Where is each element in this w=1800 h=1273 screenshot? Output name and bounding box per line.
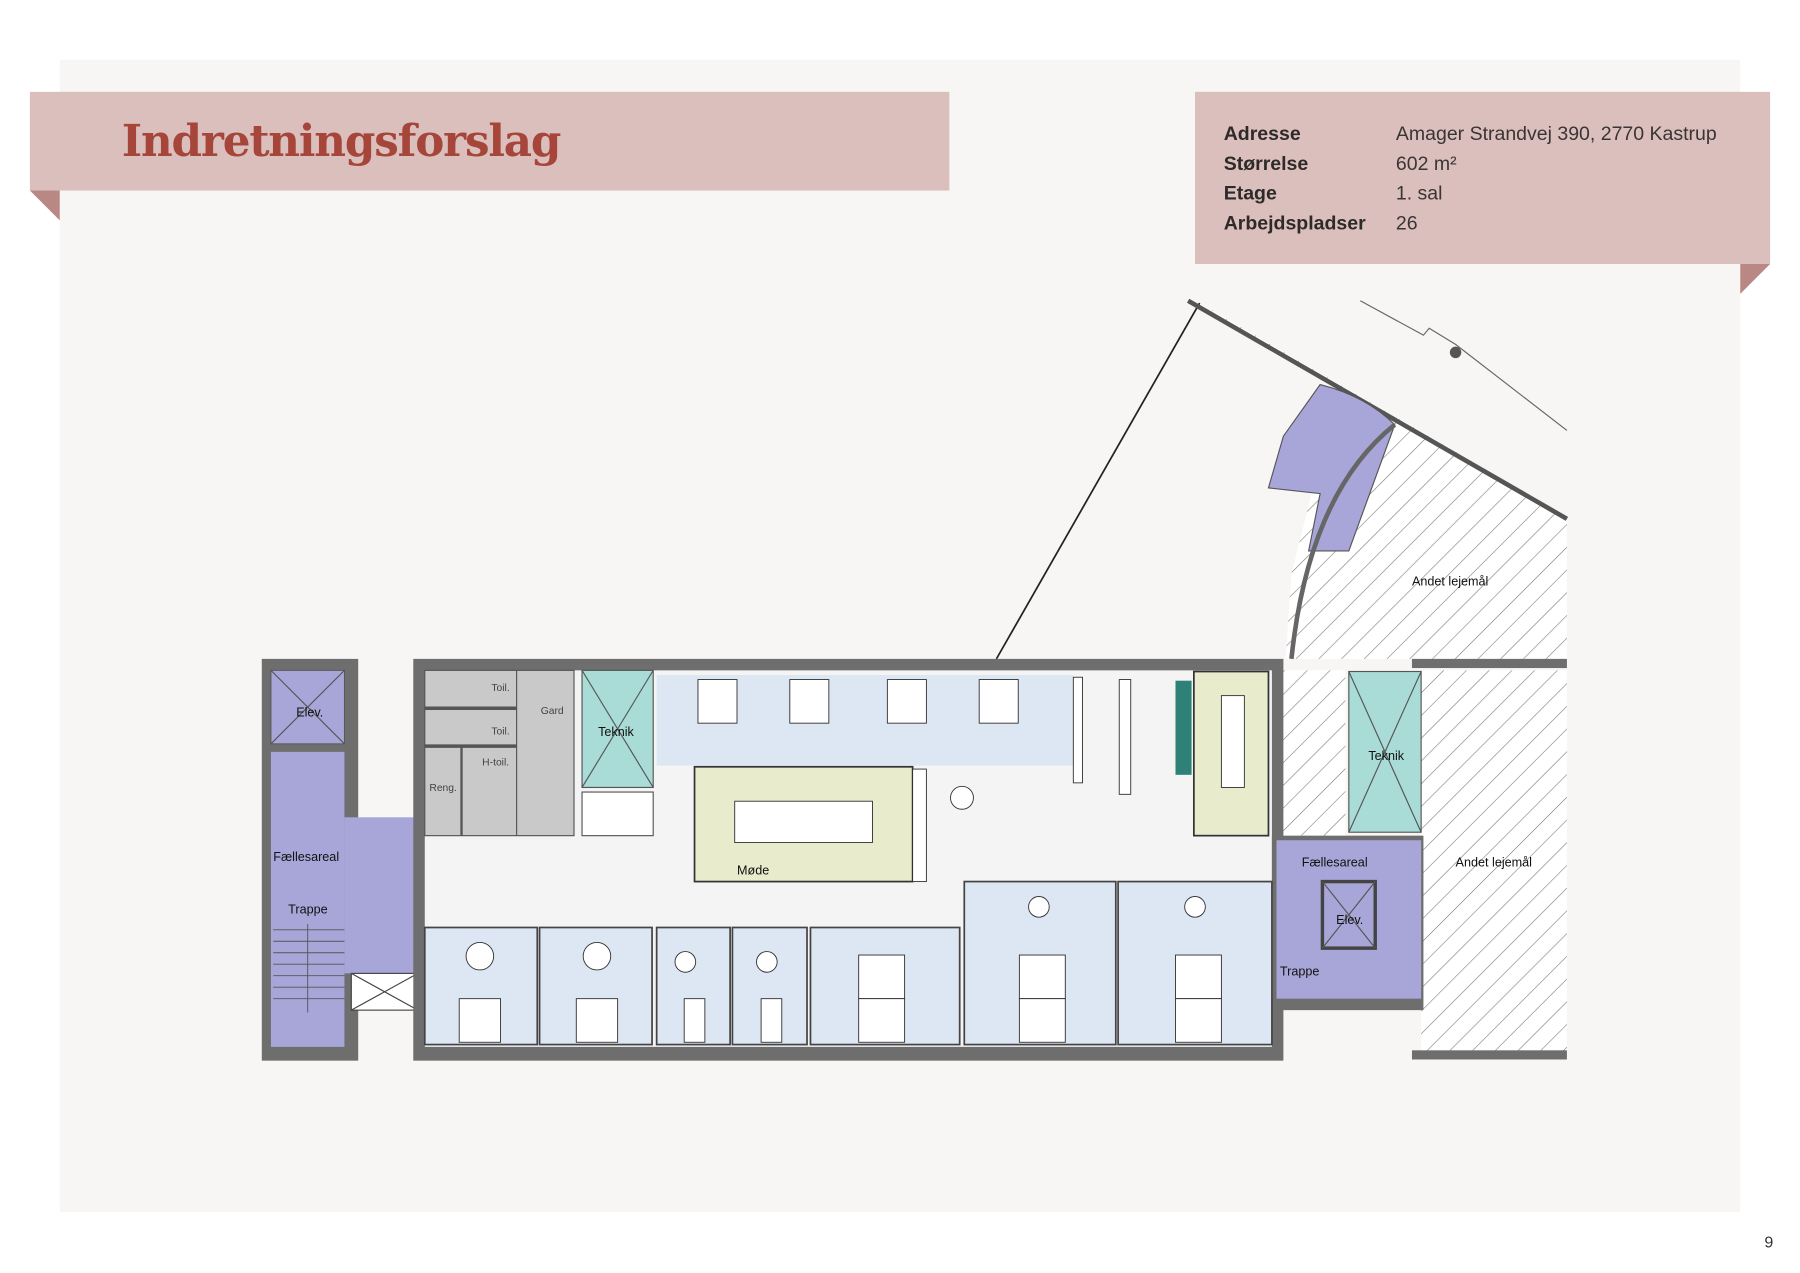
desk: [1018, 998, 1066, 1043]
round-table: [1028, 896, 1050, 918]
desk: [458, 998, 501, 1043]
round-table: [1184, 896, 1206, 918]
desk: [789, 679, 830, 724]
round-table: [582, 941, 612, 971]
desk: [858, 954, 906, 1000]
shelf: [1072, 676, 1083, 784]
desk: [734, 800, 873, 844]
toilets-area: [424, 669, 575, 837]
label-toil-1: Toil.: [491, 683, 509, 694]
label-elev-right: Elev.: [1336, 913, 1363, 927]
desk: [858, 998, 906, 1043]
desk: [1175, 954, 1222, 1000]
desk: [760, 998, 783, 1043]
bench-desk: [1118, 679, 1132, 795]
round-table: [950, 785, 974, 810]
desk: [978, 679, 1019, 724]
desk: [683, 998, 706, 1043]
desk: [1220, 695, 1245, 788]
label-reng: Reng.: [429, 783, 457, 794]
info-label-size: Størrelse: [1224, 153, 1309, 175]
label-andet-lejemaal-1: Andet lejemål: [1412, 574, 1488, 588]
page-title: Indretningsforslag: [122, 116, 561, 167]
label-faellesareal-right: Fællesareal: [1302, 856, 1368, 870]
info-value-workplaces: 26: [1396, 213, 1418, 235]
desk: [697, 679, 738, 724]
desk: [575, 998, 619, 1043]
label-mode: Møde: [737, 864, 769, 878]
info-value-address: Amager Strandvej 390, 2770 Kastrup: [1396, 123, 1717, 145]
info-value-size: 602 m²: [1396, 153, 1457, 175]
desk: [1018, 954, 1066, 1000]
label-toil-2: Toil.: [491, 727, 509, 738]
title-banner: Indretningsforslag: [29, 91, 950, 221]
other-tenancy-area-top: [1199, 303, 1567, 659]
label-elev-left: Elev.: [296, 705, 323, 719]
label-teknik-right: Teknik: [1368, 749, 1404, 763]
label-teknik-left: Teknik: [598, 725, 634, 739]
info-box: Adresse Amager Strandvej 390, 2770 Kastr…: [1195, 91, 1771, 294]
office-room: [731, 926, 808, 1046]
info-label-address: Adresse: [1224, 123, 1301, 145]
info-value-floor: 1. sal: [1396, 183, 1443, 205]
round-table: [465, 941, 495, 971]
label-trappe-right: Trappe: [1280, 965, 1319, 979]
other-tenancy-area-right: [1421, 670, 1567, 1059]
desk: [1175, 998, 1222, 1043]
floor-plan: Elev. Fællesareal Trappe Toil. Toil. Gar…: [261, 298, 1569, 1061]
info-label-workplaces: Arbejdspladser: [1224, 213, 1366, 235]
info-label-floor: Etage: [1224, 183, 1277, 205]
label-andet-lejemaal-2: Andet lejemål: [1456, 856, 1532, 870]
page-number: 9: [1764, 1234, 1773, 1252]
label-gard: Gard: [541, 706, 564, 717]
label-h-toil: H-toil.: [482, 758, 509, 769]
round-table: [674, 951, 697, 973]
label-faellesareal-left: Fællesareal: [273, 850, 339, 864]
curved-stair: [1267, 383, 1396, 552]
desk: [886, 679, 927, 724]
round-table: [756, 951, 778, 973]
label-trappe-left: Trappe: [288, 903, 327, 917]
